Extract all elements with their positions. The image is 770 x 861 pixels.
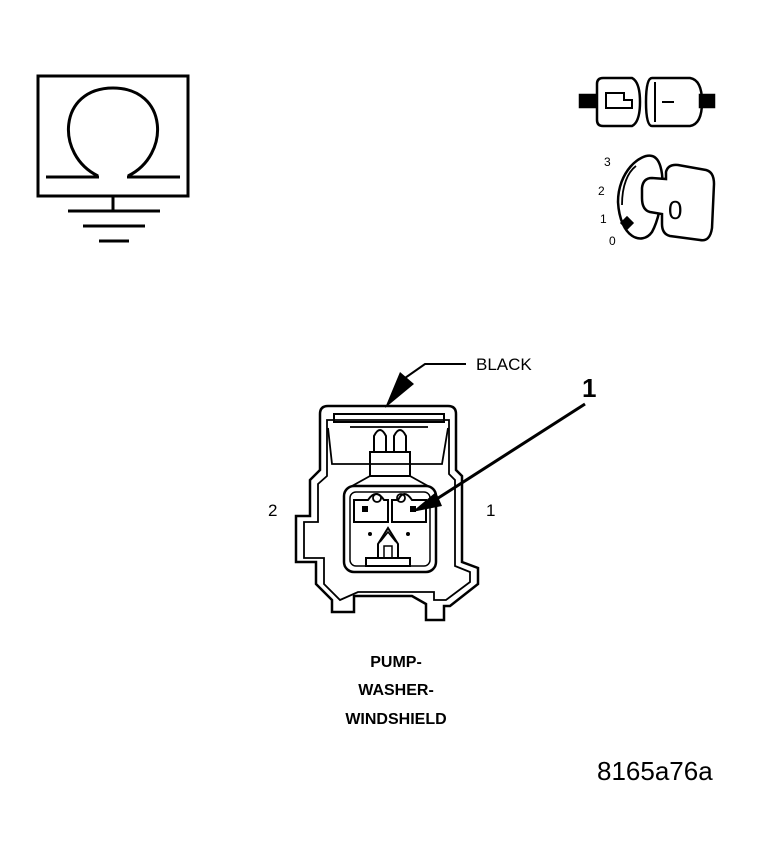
connector-face	[294, 404, 480, 622]
disconnect-connector-icon	[578, 76, 716, 128]
component-title-line-1: PUMP-	[370, 654, 422, 671]
switch-position-0: 0	[609, 234, 616, 248]
switch-knob-label: 0	[668, 195, 682, 225]
connector-color-label: BLACK	[476, 355, 532, 374]
ohmmeter-ground-icon	[36, 74, 190, 243]
pin-label-left: 2	[268, 501, 277, 520]
component-title-line-3: WINDSHIELD	[345, 711, 446, 728]
ignition-off-icon	[616, 154, 716, 242]
pin-callout-number: 1	[582, 373, 596, 403]
component-title-line-2: WASHER-	[358, 682, 434, 699]
pin-label-right: 1	[486, 501, 495, 520]
switch-position-3: 3	[604, 155, 611, 169]
figure-id: 8165a76a	[597, 756, 713, 786]
color-callout-leader	[385, 363, 466, 408]
switch-position-2: 2	[598, 184, 605, 198]
switch-position-1: 1	[600, 212, 607, 226]
